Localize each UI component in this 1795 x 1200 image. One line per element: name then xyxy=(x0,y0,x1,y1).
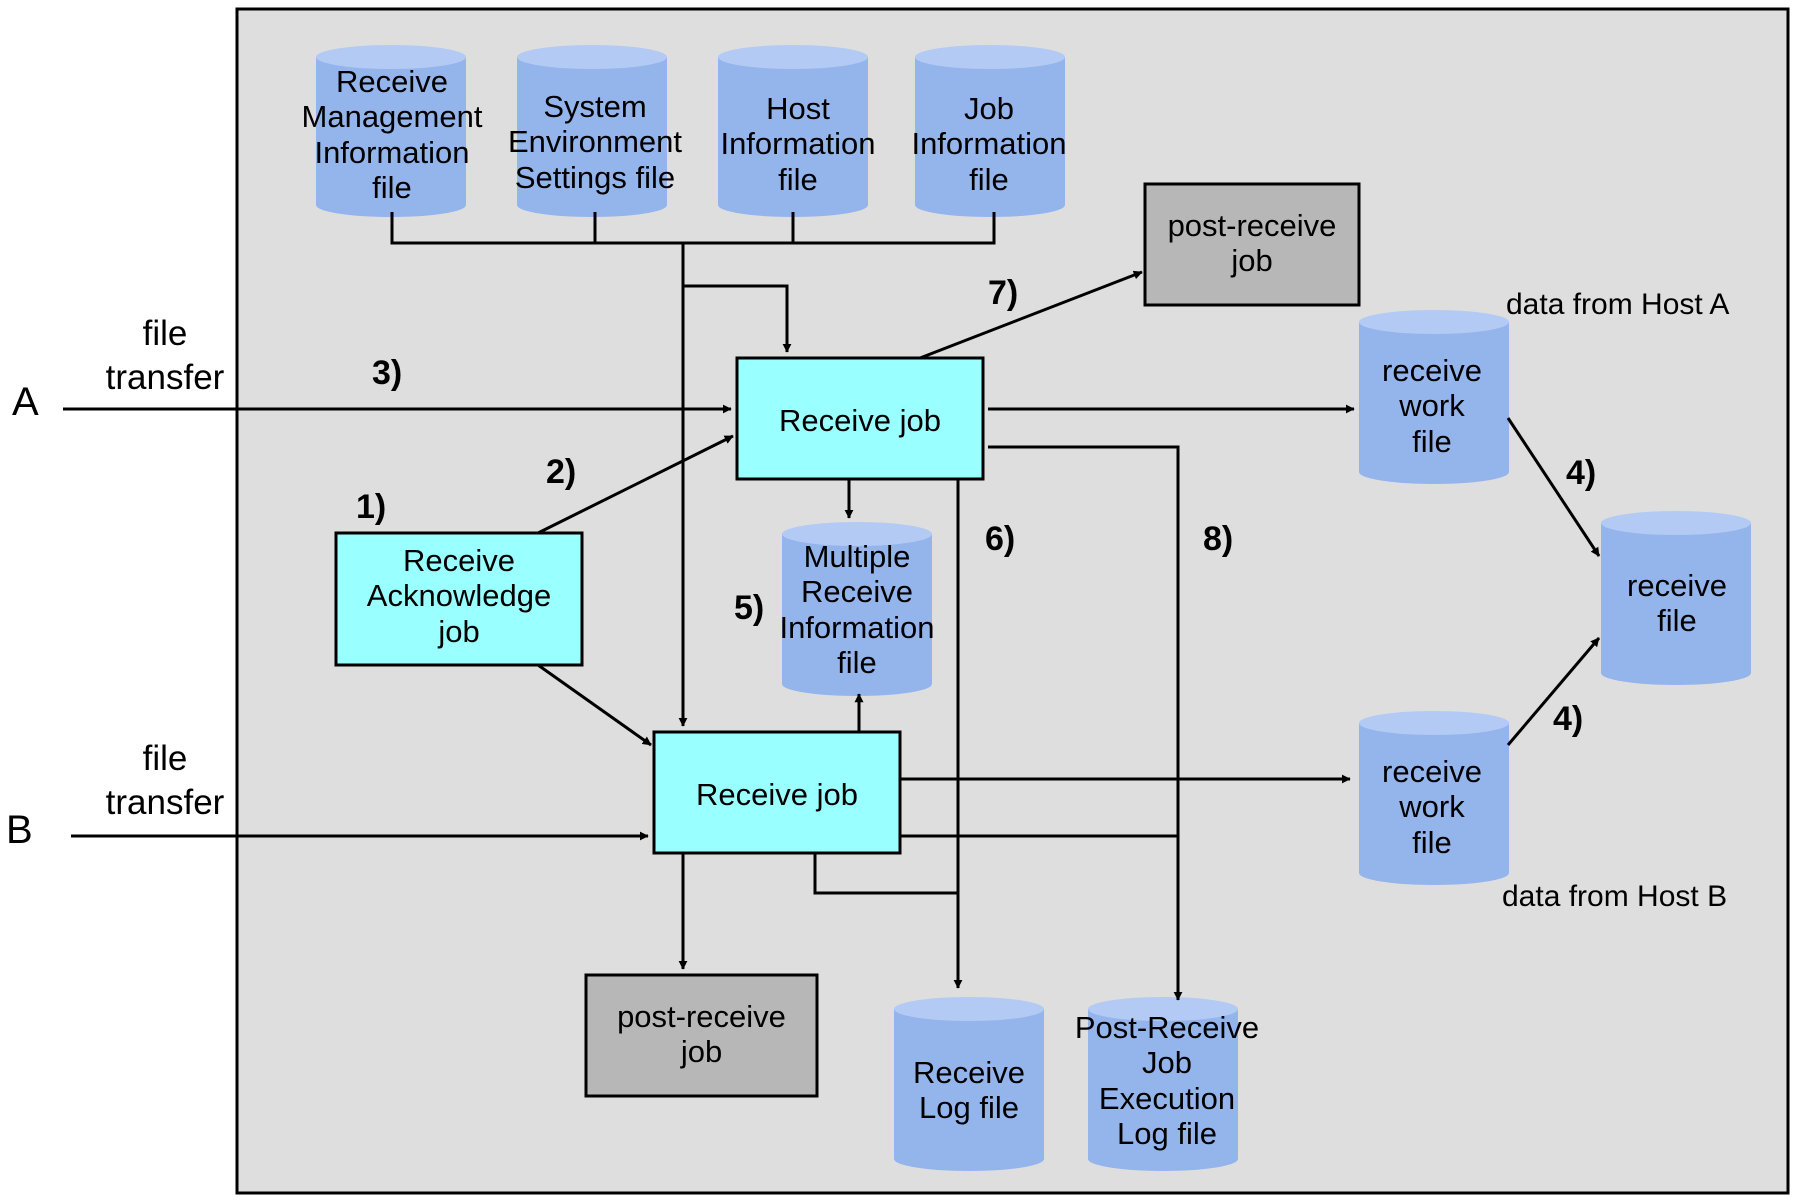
receive-job-b-label: Receive job xyxy=(696,777,858,812)
receive-file-label: receive file xyxy=(1627,568,1727,639)
receive-work-file-a-cylinder xyxy=(1359,310,1509,484)
receive-acknowledge-job-label: Receive Acknowledge job xyxy=(366,543,552,649)
step-4a-label: 4) xyxy=(1566,454,1597,492)
post-receive-log-file-cylinder xyxy=(1088,997,1238,1171)
receive-work-file-a-label: receive work file xyxy=(1382,353,1482,459)
step-6-label: 6) xyxy=(985,520,1016,558)
ack-to-receive-job-a xyxy=(537,434,734,535)
receive-work-file-b-label: receive work file xyxy=(1382,754,1482,860)
receive-job-a-to-post-receive-top xyxy=(919,270,1143,360)
receive-ack-job-box xyxy=(334,531,584,667)
post-receive-job-bottom-label: post-receive job xyxy=(617,999,786,1070)
host-a-label: A xyxy=(12,380,39,424)
job-information-file-cylinder xyxy=(915,45,1065,217)
work-file-a-to-receive-file xyxy=(1506,417,1601,557)
work-file-b-to-receive-file xyxy=(1506,637,1601,746)
system-environment-settings-file-label: System Environment Settings file xyxy=(507,89,683,195)
host-b-file-transfer-label: file transfer xyxy=(105,739,225,822)
step-3-label: 3) xyxy=(372,354,403,392)
step-5-label: 5) xyxy=(734,589,765,627)
step-2-label: 2) xyxy=(546,453,577,491)
post-receive-job-bottom-box xyxy=(584,973,819,1098)
step-4b-label: 4) xyxy=(1553,700,1584,738)
system-environment-settings-file-cylinder xyxy=(517,45,667,217)
step-8-label: 8) xyxy=(1203,520,1234,558)
post-receive-job-top-box xyxy=(1143,182,1361,307)
host-information-file-label: Host Information file xyxy=(720,91,876,197)
step-7-label: 7) xyxy=(988,274,1019,312)
receive-work-file-b-cylinder xyxy=(1359,711,1509,885)
receive-job-a-label: Receive job xyxy=(779,403,941,438)
host-information-file-cylinder xyxy=(718,45,868,217)
receive-management-info-file-label: Receive Management Information file xyxy=(301,64,483,205)
receive-job-a-to-post-receive-log xyxy=(988,445,1183,1001)
host-b-label: B xyxy=(6,808,33,852)
receive-file-cylinder xyxy=(1601,511,1751,685)
job-information-file-label: Job Information file xyxy=(911,91,1067,197)
data-from-host-a-label: data from Host A xyxy=(1506,288,1730,321)
multiple-receive-info-file-label: Multiple Receive Information file xyxy=(779,539,935,680)
receive-log-file-label: Receive Log file xyxy=(913,1055,1025,1126)
data-from-host-b-label: data from Host B xyxy=(1502,880,1728,913)
receive-job-b-box xyxy=(652,730,902,855)
bus-to-receive-job-a xyxy=(683,284,792,353)
post-receive-job-execution-log-file-label: Post-Receive Job Execution Log file xyxy=(1074,1010,1260,1151)
file-bus-line xyxy=(390,212,996,245)
receive-job-b-to-receive-log xyxy=(813,853,958,895)
post-receive-job-top-label: post-receive job xyxy=(1167,208,1337,279)
host-a-file-transfer-label: file transfer xyxy=(105,314,225,397)
receive-log-file-cylinder xyxy=(894,997,1044,1171)
receive-job-a-box xyxy=(735,356,985,481)
multiple-receive-info-file-cylinder xyxy=(782,522,932,696)
receive-management-info-file-cylinder xyxy=(316,45,466,217)
step-1-label: 1) xyxy=(356,488,387,526)
ack-to-receive-job-b xyxy=(537,663,652,747)
